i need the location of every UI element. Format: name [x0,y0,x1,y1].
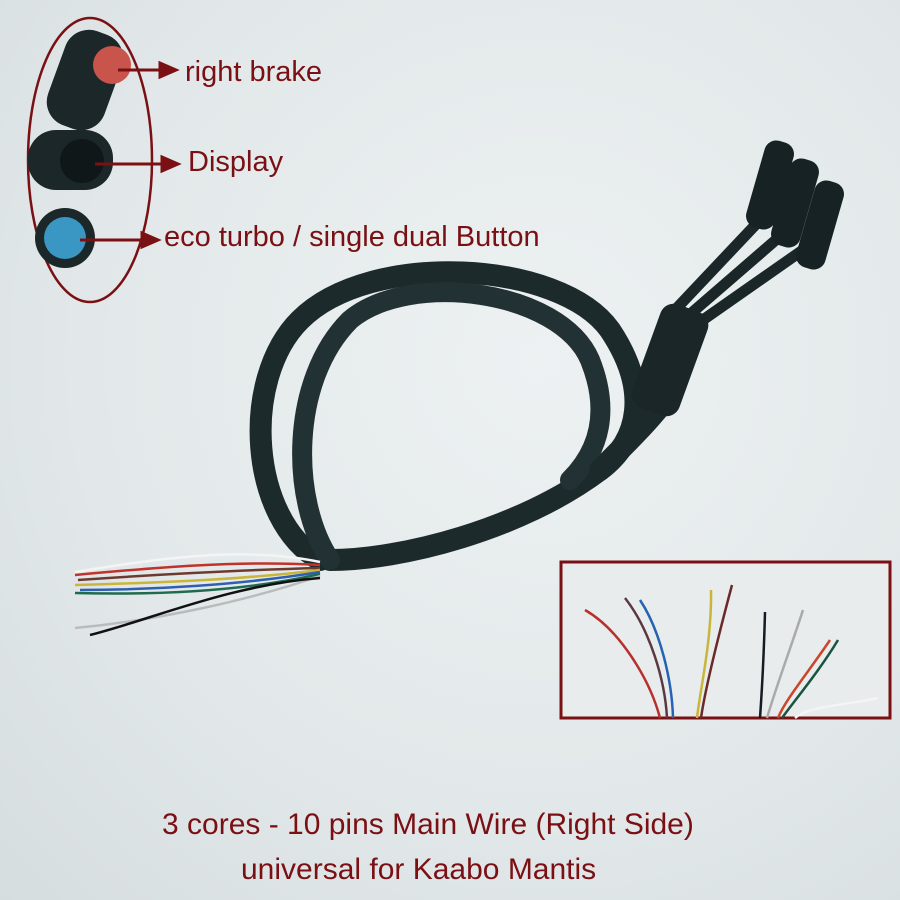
label-display: Display [188,146,284,178]
connector-right-brake [46,29,131,131]
caption-line-1: 3 cores - 10 pins Main Wire (Right Side) [162,808,694,841]
label-eco-turbo: eco turbo / single dual Button [164,221,540,253]
caption-line-2: universal for Kaabo Mantis [241,853,597,886]
inset-wires [584,584,879,719]
branch-connectors [746,140,844,270]
branch-cables [669,214,816,328]
loose-wires [74,553,321,637]
main-cable-coil [249,261,676,571]
connector-display [28,130,113,190]
splitter-body [631,303,709,417]
label-right-brake: right brake [185,56,323,88]
callout-arrows [80,60,182,250]
connector-eco-turbo [35,208,95,268]
wire-detail-inset [559,560,892,720]
